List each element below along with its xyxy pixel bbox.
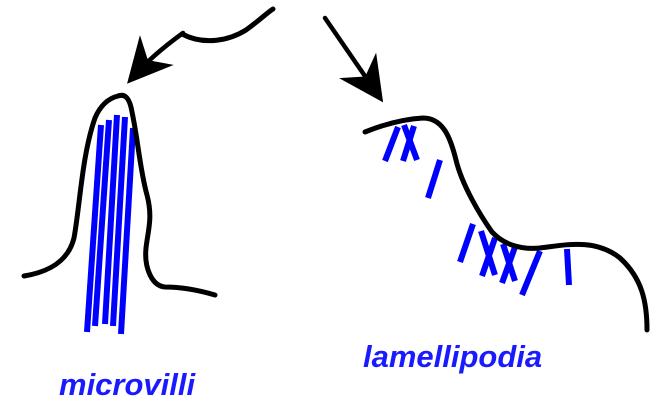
microvilli-actin-bundle <box>87 115 133 334</box>
lamellipodia-label: lamellipodia <box>363 341 542 372</box>
actin-filament <box>428 160 440 198</box>
actin-filament <box>385 127 398 161</box>
actin-filament <box>460 224 473 262</box>
membrane-top-curve <box>182 9 273 41</box>
arrow-to-microvilli <box>133 33 183 77</box>
actin-filament <box>522 251 540 295</box>
arrow-to-lamellipodia <box>325 18 378 95</box>
microvilli-label: microvilli <box>59 369 195 400</box>
actin-filament <box>567 249 569 285</box>
